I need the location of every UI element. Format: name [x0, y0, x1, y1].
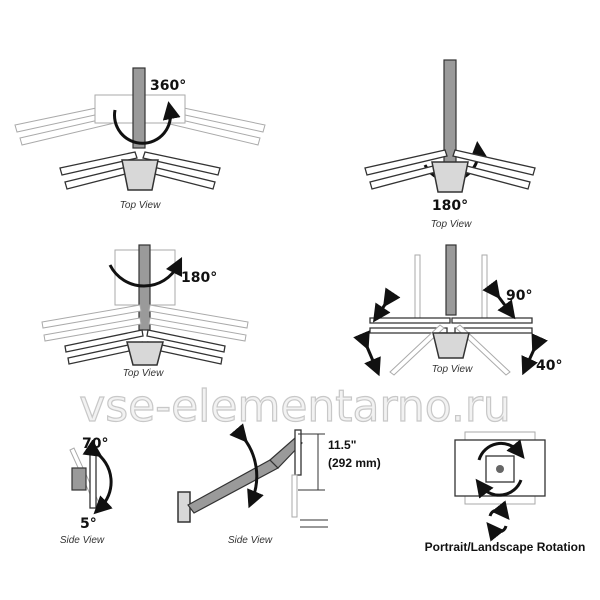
watermark: vse-elementarno.ru	[79, 381, 511, 432]
angle-label: 180°	[181, 270, 217, 286]
base	[431, 161, 469, 193]
tilt-angle-label: 90°	[506, 288, 532, 304]
monitor	[89, 449, 97, 509]
arm	[443, 59, 457, 166]
upper-arm	[269, 437, 303, 469]
monitor	[369, 317, 451, 324]
panel-rotation: Portrait/Landscape Rotation	[425, 431, 586, 554]
rotate-arrow-icon	[108, 256, 183, 288]
panel-top-view-360: 360° Top View	[14, 67, 266, 211]
swivel-arrow-icon	[353, 330, 381, 377]
monitor	[454, 327, 533, 334]
front-monitors	[59, 151, 221, 190]
tilt-up-label: 70°	[82, 436, 108, 452]
angle-label: 180°	[432, 198, 468, 214]
monitor	[294, 429, 302, 476]
base	[126, 341, 164, 366]
caption: Top View	[431, 219, 472, 230]
arm	[445, 244, 457, 316]
panel-top-view-180-tilt: 180° Top View	[41, 244, 249, 379]
monitors	[364, 149, 536, 190]
ghost-monitor	[291, 474, 298, 518]
tilt-arrow-icon	[482, 279, 516, 320]
base	[432, 332, 470, 359]
panel-top-view-tilt-swivel: 90° 40° Top View	[353, 244, 562, 377]
ghost-monitor-right	[481, 254, 488, 321]
wall-mount	[177, 491, 191, 523]
rotate-arrow-icon	[477, 439, 525, 461]
height-arc-arrow-icon	[229, 423, 264, 509]
tilt-arrow-icon	[82, 439, 113, 515]
panel-top-view-180: 180° Top View	[364, 59, 536, 230]
ghost-monitor	[389, 324, 445, 376]
caption: Top View	[432, 364, 473, 375]
rotation-icon	[486, 500, 510, 542]
rotate-arrow-icon	[113, 101, 181, 145]
ghost-monitor	[455, 324, 511, 376]
ghost-monitors	[14, 94, 266, 146]
angle-label: 360°	[150, 78, 186, 94]
arm	[132, 67, 146, 149]
monitors	[41, 304, 249, 365]
panel-side-view-height: 11.5" (292 mm) Side View	[177, 423, 381, 546]
base	[121, 159, 159, 191]
height-label: 11.5"	[328, 438, 356, 452]
ghost-monitor-left	[414, 254, 421, 321]
panel-side-view-tilt: 70° 5° Side View	[60, 436, 113, 546]
tilt-down-label: 5°	[80, 516, 97, 532]
rotate-arrow-icon	[475, 478, 523, 499]
ghost-base	[300, 519, 328, 528]
caption: Portrait/Landscape Rotation	[425, 540, 586, 554]
mount	[71, 467, 87, 491]
caption: Top View	[120, 200, 161, 211]
height-metric-label: (292 mm)	[328, 456, 381, 470]
lower-arm	[187, 459, 279, 514]
pivot	[496, 465, 504, 473]
monitor	[451, 317, 533, 324]
caption: Top View	[123, 368, 164, 379]
dimension-line	[298, 433, 325, 491]
swivel-angle-label: 40°	[536, 358, 562, 374]
caption: Side View	[60, 535, 105, 546]
swivel-arrow-icon	[521, 333, 548, 376]
tilt-arrow-icon	[373, 287, 401, 323]
caption: Side View	[228, 535, 273, 546]
